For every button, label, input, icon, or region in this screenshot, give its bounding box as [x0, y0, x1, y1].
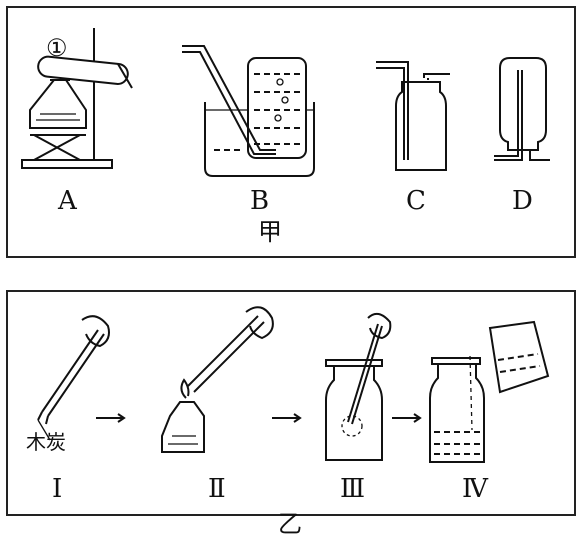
step-2-drawing: [161, 306, 274, 453]
caption-yi: 乙: [278, 510, 302, 538]
label-b: B: [250, 186, 270, 216]
apparatus-b: [182, 45, 315, 177]
panel-jia: [6, 6, 576, 258]
panel-yi: [6, 290, 576, 516]
marker-circled-1: ①: [46, 34, 68, 62]
step-1-drawing: [37, 315, 110, 441]
apparatus-c: [376, 61, 450, 171]
label-a: A: [58, 186, 77, 216]
apparatus-a: [21, 28, 133, 169]
step-label-4: Ⅳ: [462, 474, 488, 504]
step-label-2: Ⅱ: [208, 474, 226, 504]
caption-jia: 甲: [258, 218, 282, 246]
arrows: [96, 413, 422, 423]
step-label-1: Ⅰ: [52, 474, 63, 504]
charcoal-label: 木炭: [26, 430, 66, 454]
label-d: D: [512, 186, 533, 216]
label-c: C: [406, 186, 426, 216]
step-4-drawing: [429, 320, 550, 463]
step-3-drawing: [325, 312, 392, 461]
apparatus-d: [494, 57, 550, 161]
step-label-3: Ⅲ: [340, 474, 366, 504]
